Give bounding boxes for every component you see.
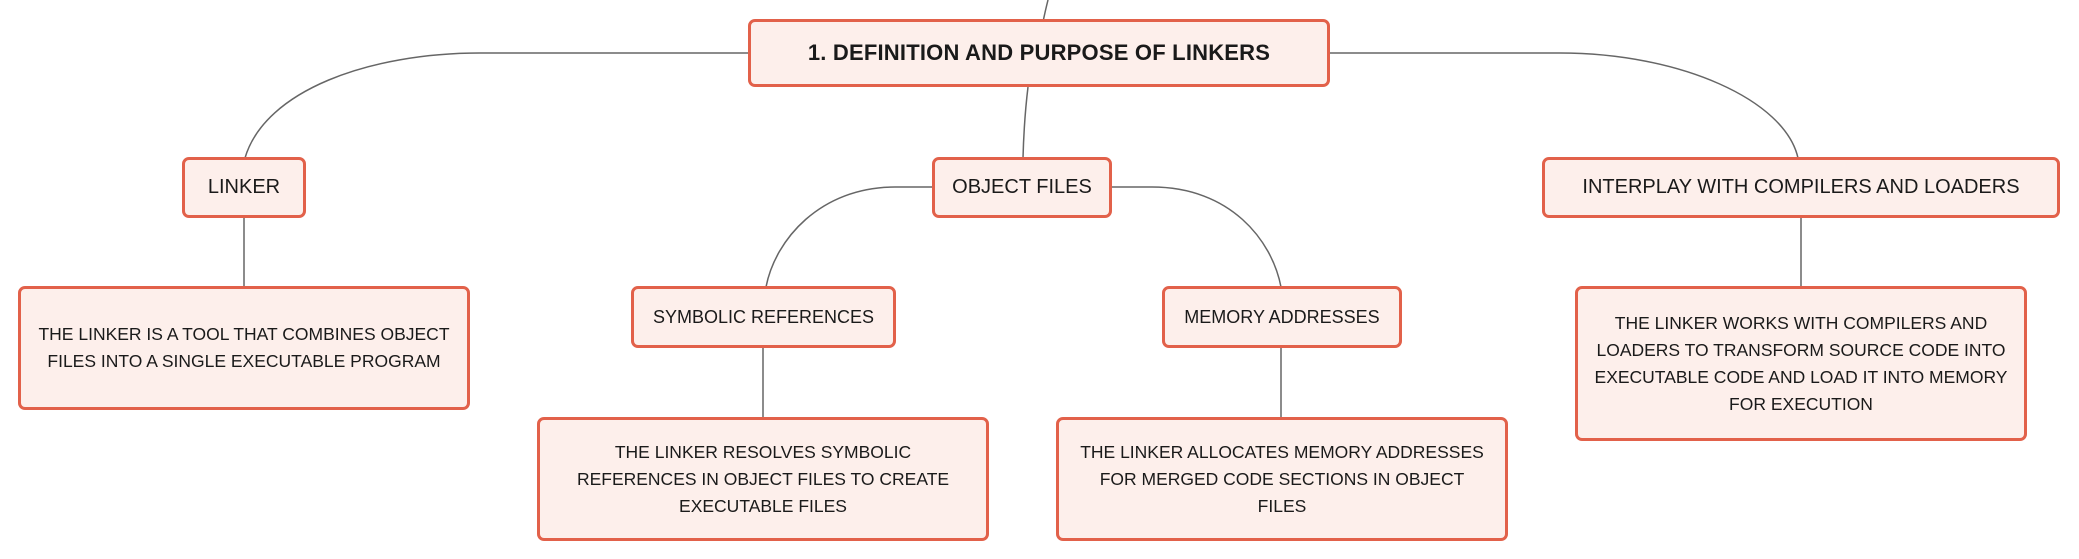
symbolic-references-node[interactable]: SYMBOLIC REFERENCES [631,286,896,348]
root-topic-label: 1. DEFINITION AND PURPOSE OF LINKERS [807,40,1271,65]
memory-addresses-node[interactable]: MEMORY ADDRESSES [1162,286,1402,348]
linker-label: LINKER [207,176,281,198]
object-files-label: OBJECT FILES [952,176,1092,198]
root-topic-node[interactable]: 1. DEFINITION AND PURPOSE OF LINKERS [748,19,1330,87]
interplay-description-text: THE LINKER WORKS WITH COMPILERS AND LOAD… [1594,312,2008,414]
linker-node[interactable]: LINKER [182,157,306,218]
interplay-node[interactable]: INTERPLAY WITH COMPILERS AND LOADERS [1542,157,2060,218]
interplay-label: INTERPLAY WITH COMPILERS AND LOADERS [1582,176,2020,198]
linker-description-node[interactable]: THE LINKER IS A TOOL THAT COMBINES OBJEC… [18,286,470,410]
linker-description-text: THE LINKER IS A TOOL THAT COMBINES OBJEC… [38,324,450,371]
memory-addresses-label: MEMORY ADDRESSES [1184,306,1380,327]
symbolic-references-description-node[interactable]: THE LINKER RESOLVES SYMBOLIC REFERENCES … [537,417,989,541]
connector-object-files-to-memory-addresses [1110,186,1282,288]
connector-root-to-linker [244,52,750,159]
symbolic-references-label: SYMBOLIC REFERENCES [652,306,875,327]
connector-root-to-interplay [1328,52,1799,159]
connector-root-to-object-files [1022,86,1029,159]
memory-addresses-description-text: THE LINKER ALLOCATES MEMORY ADDRESSES FO… [1080,441,1484,516]
interplay-description-node[interactable]: THE LINKER WORKS WITH COMPILERS AND LOAD… [1575,286,2027,441]
connector-object-files-to-symbolic-references [765,186,934,288]
memory-addresses-description-node[interactable]: THE LINKER ALLOCATES MEMORY ADDRESSES FO… [1056,417,1508,541]
symbolic-references-description-text: THE LINKER RESOLVES SYMBOLIC REFERENCES … [576,441,950,516]
object-files-node[interactable]: OBJECT FILES [932,157,1112,218]
